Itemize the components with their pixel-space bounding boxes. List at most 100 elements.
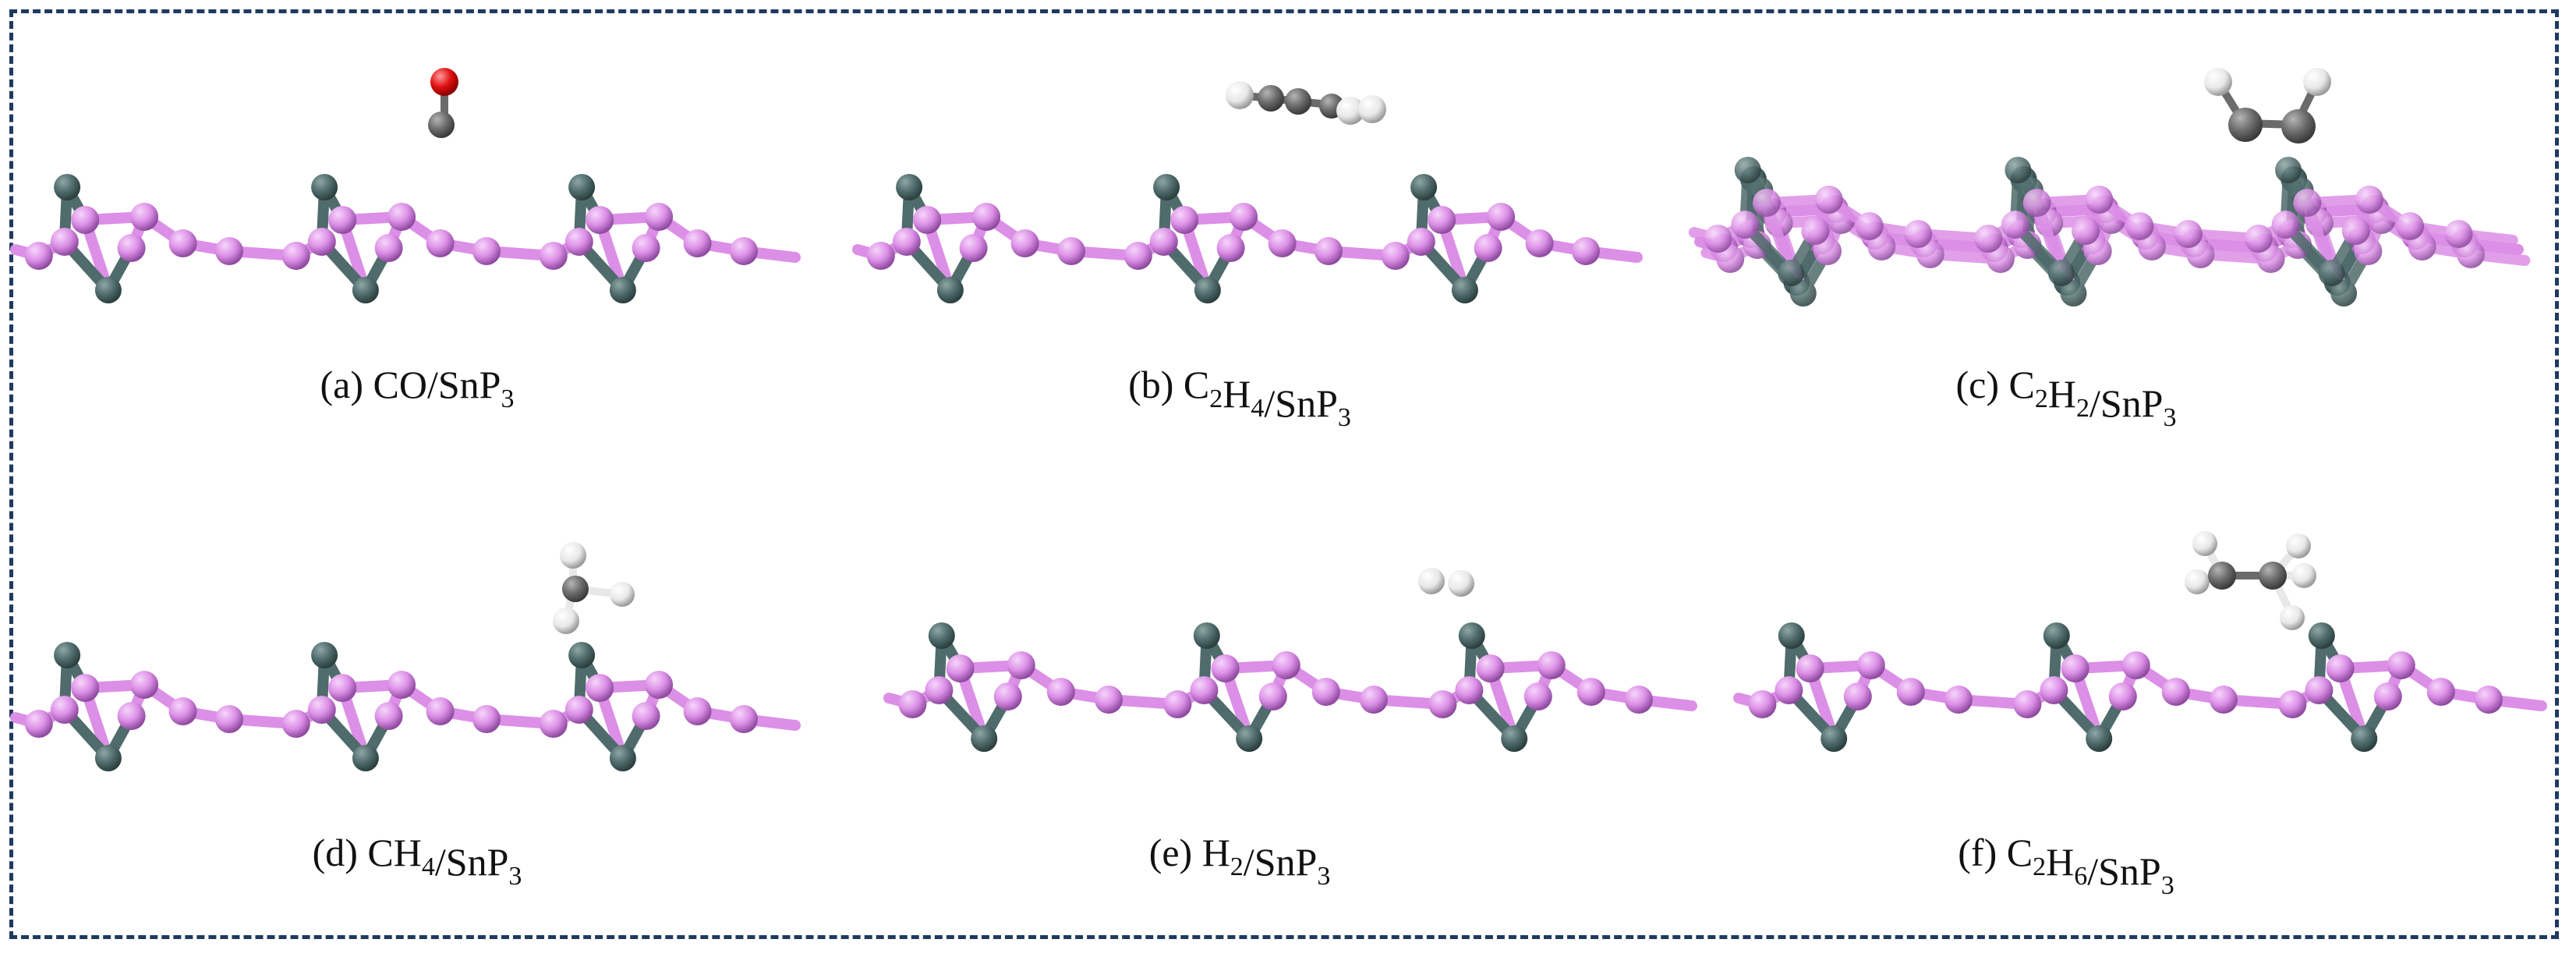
p-atom bbox=[2475, 686, 2503, 714]
p-atom bbox=[2387, 651, 2415, 679]
subscript: 3 bbox=[2161, 871, 2174, 900]
formula-text: H bbox=[1202, 831, 1230, 874]
p-atom bbox=[2457, 240, 2486, 268]
subscript: 2 bbox=[1230, 852, 1244, 881]
p-atom bbox=[1731, 211, 1760, 239]
p-atom bbox=[1986, 245, 2015, 273]
sn-atom bbox=[1821, 725, 1848, 752]
p-atom bbox=[2061, 654, 2089, 682]
p-atom bbox=[2085, 186, 2114, 214]
sn-atom bbox=[1789, 280, 1817, 307]
sn-atom bbox=[2308, 622, 2335, 649]
p-atom bbox=[1095, 686, 1123, 714]
p-atom bbox=[387, 671, 416, 699]
sn-atom bbox=[2043, 622, 2070, 649]
p-atom bbox=[2001, 211, 2029, 239]
h-atom bbox=[610, 582, 635, 607]
panel-caption-a: (a) CO/SnP3 bbox=[320, 363, 515, 413]
p-atom bbox=[2396, 212, 2425, 240]
p-atom bbox=[1487, 203, 1516, 231]
p-atom bbox=[2210, 686, 2238, 714]
p-atom bbox=[24, 242, 53, 270]
h-atom bbox=[2291, 563, 2316, 588]
formula-text: CH bbox=[367, 831, 421, 874]
p-atom bbox=[1814, 186, 1843, 214]
p-atom bbox=[117, 234, 146, 262]
subscript: 3 bbox=[501, 385, 514, 413]
p-atom bbox=[586, 206, 614, 234]
p-atom bbox=[1974, 225, 2003, 253]
p-atom bbox=[645, 671, 674, 699]
p-atom bbox=[2138, 232, 2166, 261]
p-atom bbox=[1537, 651, 1566, 679]
p-atom bbox=[2305, 676, 2334, 704]
sn-atom bbox=[1734, 157, 1761, 183]
p-atom bbox=[2013, 690, 2042, 718]
p-atom bbox=[539, 710, 568, 738]
p-atom bbox=[1230, 203, 1258, 231]
sn-atom bbox=[1501, 725, 1528, 752]
c-atom bbox=[562, 576, 589, 602]
p-atom bbox=[2108, 682, 2137, 711]
formula-text: CO/SnP bbox=[373, 363, 501, 406]
slab-layer bbox=[10, 642, 801, 771]
p-atom bbox=[925, 676, 954, 704]
subscript: 2 bbox=[1209, 385, 1223, 413]
p-atom bbox=[1007, 651, 1035, 679]
subscript: 3 bbox=[1338, 403, 1351, 432]
p-atom bbox=[683, 229, 712, 257]
p-atom bbox=[1258, 682, 1287, 711]
sn-atom bbox=[1193, 622, 1220, 649]
p-atom bbox=[1716, 245, 1745, 273]
p-atom bbox=[472, 705, 501, 733]
c-atom bbox=[2281, 109, 2316, 144]
p-atom bbox=[472, 237, 501, 265]
formula-text: /SnP bbox=[1244, 840, 1318, 884]
formula-text: /SnP bbox=[435, 840, 509, 884]
p-atom bbox=[50, 696, 79, 724]
snp3-slab-4 bbox=[883, 622, 1697, 752]
slab-layer bbox=[10, 174, 801, 303]
snp3-slab-5 bbox=[1733, 622, 2547, 752]
c-atom bbox=[2259, 562, 2287, 590]
c-atom bbox=[1258, 85, 1284, 112]
p-atom bbox=[2121, 651, 2150, 679]
p-atom bbox=[1381, 242, 1410, 270]
h-atom bbox=[1226, 81, 1254, 109]
c2h2-molecule bbox=[2204, 68, 2331, 144]
sn-atom bbox=[1458, 622, 1485, 649]
p-atom bbox=[1572, 237, 1600, 265]
p-atom bbox=[1525, 229, 1554, 257]
p-atom bbox=[866, 242, 895, 270]
p-atom bbox=[898, 690, 927, 718]
p-atom bbox=[632, 234, 660, 262]
p-atom bbox=[1523, 682, 1552, 711]
p-atom bbox=[387, 203, 416, 231]
p-atom bbox=[2244, 225, 2273, 253]
p-atom bbox=[307, 228, 336, 256]
formula-text: H bbox=[1223, 372, 1251, 416]
sn-atom bbox=[609, 745, 636, 771]
p-atom bbox=[1428, 206, 1456, 234]
formula-text: /SnP bbox=[2087, 849, 2161, 893]
h-atom bbox=[1336, 97, 1364, 125]
c-atom bbox=[428, 112, 455, 138]
p-atom bbox=[1704, 225, 1732, 253]
p-atom bbox=[1360, 686, 1388, 714]
sn-atom bbox=[971, 725, 998, 752]
sn-atom bbox=[568, 642, 596, 668]
sn-atom bbox=[94, 745, 122, 771]
p-atom bbox=[1216, 234, 1245, 262]
p-atom bbox=[993, 682, 1022, 711]
h-atom bbox=[2185, 569, 2210, 594]
p-atom bbox=[281, 710, 310, 738]
h-atom bbox=[560, 542, 586, 569]
p-atom bbox=[1576, 678, 1605, 706]
sn-atom bbox=[928, 622, 955, 649]
c-atom bbox=[2208, 562, 2236, 590]
formula-text: C bbox=[2009, 363, 2035, 406]
p-atom bbox=[328, 674, 357, 702]
h-atom bbox=[1448, 570, 1474, 597]
p-atom bbox=[1315, 237, 1343, 265]
